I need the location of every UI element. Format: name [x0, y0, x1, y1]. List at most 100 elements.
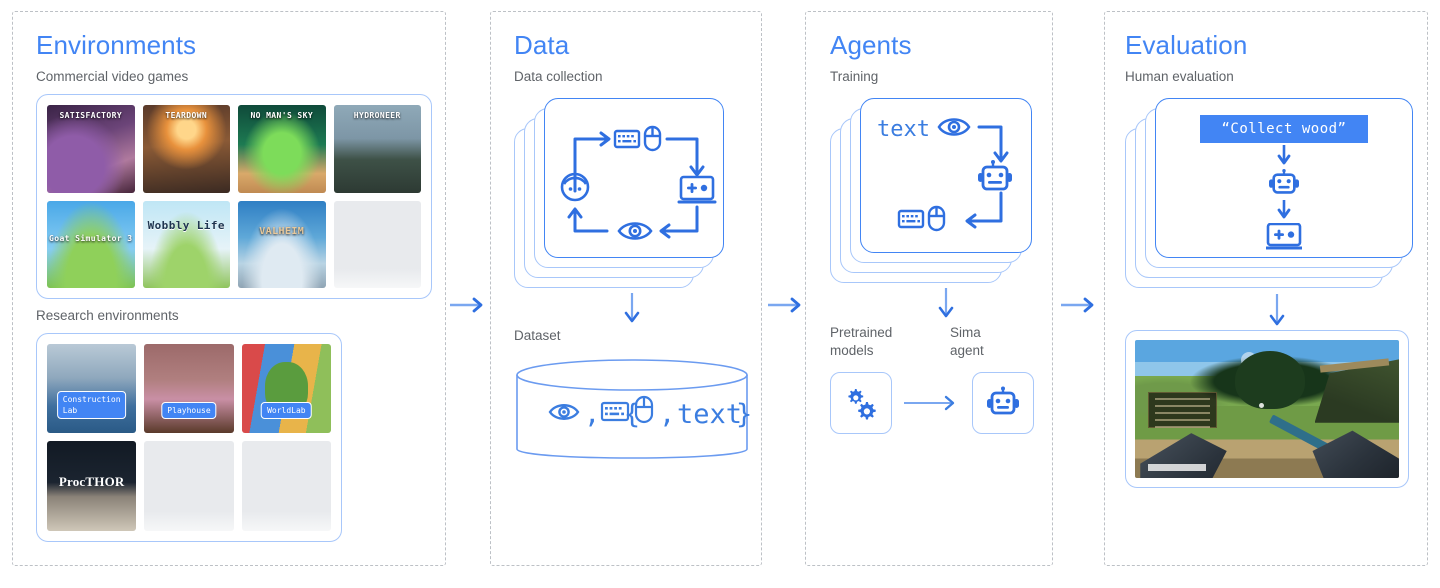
- game-title: Wobbly Life: [147, 218, 225, 232]
- robot-icon: [987, 386, 1019, 415]
- evaluation-screenshot-frame[interactable]: [1125, 330, 1409, 488]
- agents-title: Agents: [830, 30, 912, 60]
- game-title: VALHEIM: [259, 225, 305, 237]
- connector-data-to-agents: [768, 295, 806, 320]
- game-tile-hydroneer[interactable]: HYDRONEER: [333, 105, 421, 193]
- dataset-cylinder-shape: { ,: [516, 359, 752, 459]
- screenshot-crosshair: [1259, 403, 1265, 409]
- robot-icon: [978, 160, 1012, 191]
- game-art: [238, 105, 326, 193]
- research-tile-worldlab[interactable]: WorldLab: [241, 344, 331, 434]
- agent-input-text: text: [877, 117, 930, 142]
- game-tile-no-mans-sky[interactable]: NO MAN'S SKY: [238, 105, 326, 193]
- game-title: NO MAN'S SKY: [250, 111, 314, 120]
- arrow-right-icon: [450, 297, 483, 313]
- eye-icon: [617, 222, 653, 240]
- agent-io-flow: text: [877, 117, 1012, 232]
- research-tile-empty: [144, 441, 234, 531]
- research-badge: WorldLab: [261, 402, 312, 420]
- game-tile-teardown[interactable]: TEARDOWN: [142, 105, 230, 193]
- arrow-down-icon: [938, 288, 954, 318]
- models-captions: Pretrained models Sima agent: [830, 324, 1044, 360]
- data-to-dataset-arrow: [622, 293, 754, 327]
- game-tile-valheim[interactable]: VALHEIM: [238, 200, 326, 288]
- screenshot-hud: [1148, 392, 1217, 429]
- research-title: ProcTHOR: [58, 473, 125, 489]
- game-title: Goat Simulator 3: [49, 233, 133, 243]
- game-art: [333, 105, 421, 193]
- sima-agent-label: Sima agent: [950, 325, 984, 358]
- arrow-right-icon: [768, 297, 801, 313]
- evaluation-column-frame: [1104, 11, 1428, 566]
- research-tile-procthor[interactable]: ProcTHOR: [47, 441, 137, 531]
- dataset-comma-1: ,: [584, 399, 600, 430]
- research-art: [47, 344, 137, 434]
- connector-agents-to-evaluation: [1061, 295, 1099, 320]
- data-collection-card-stack: [514, 98, 729, 293]
- dataset-comma-2: ,: [659, 399, 675, 430]
- commercial-games-label: Commercial video games: [36, 69, 189, 84]
- data-collection-label: Data collection: [514, 69, 603, 84]
- research-badge: Playhouse: [161, 402, 217, 420]
- research-art: [144, 344, 234, 434]
- game-console-icon: [1266, 223, 1302, 250]
- keyboard-icon: [613, 129, 641, 149]
- dataset-label: Dataset: [514, 328, 561, 343]
- connector-environments-to-data: [450, 295, 488, 320]
- game-title: TEARDOWN: [165, 111, 208, 120]
- arrow-down-icon: [1277, 200, 1291, 219]
- agents-column: Agents Training text: [830, 30, 1044, 434]
- training-label: Training: [830, 69, 879, 84]
- training-card-stack: text: [830, 98, 1035, 288]
- game-art: [47, 200, 135, 288]
- game-title: HYDRONEER: [353, 111, 401, 120]
- research-environments-label: Research environments: [36, 308, 179, 323]
- arrow-down-icon: [1269, 294, 1285, 326]
- mouse-icon: [927, 205, 946, 232]
- training-card[interactable]: text: [860, 98, 1032, 253]
- evaluation-title: Evaluation: [1125, 30, 1248, 60]
- game-title: SATISFACTORY: [59, 111, 123, 120]
- arrow-right-icon: [904, 395, 955, 411]
- data-column: Data Data collection: [514, 30, 754, 473]
- environments-column-frame: [12, 11, 446, 566]
- pretrained-models-label: Pretrained models: [830, 325, 893, 358]
- environments-title: Environments: [36, 30, 197, 60]
- keyboard-icon: [897, 209, 925, 229]
- eye-icon: [548, 404, 580, 420]
- research-tile-empty: [241, 441, 331, 531]
- training-to-models-arrow: [936, 288, 1044, 322]
- game-art: [238, 200, 326, 288]
- dataset-cylinder: { ,: [514, 353, 754, 473]
- research-tile-playhouse[interactable]: Playhouse: [144, 344, 234, 434]
- game-tile-satisfactory[interactable]: SATISFACTORY: [47, 105, 135, 193]
- environments-column: Environments Commercial video games SATI…: [36, 30, 436, 542]
- models-row: [830, 372, 1044, 434]
- arrow-down-icon: [1277, 145, 1291, 165]
- game-tile-empty: [333, 200, 421, 288]
- data-title: Data: [514, 30, 570, 60]
- game-console-icon: [677, 175, 717, 204]
- research-tile-construction-lab[interactable]: Construction Lab: [47, 344, 137, 434]
- game-tile-goat-simulator[interactable]: Goat Simulator 3: [47, 200, 135, 288]
- research-art: [47, 441, 137, 531]
- gears-icon: [848, 389, 876, 420]
- agents-column-frame: [805, 11, 1053, 566]
- pretrained-models-box[interactable]: [830, 372, 892, 434]
- mouse-icon: [634, 395, 654, 424]
- game-art: [47, 105, 135, 193]
- data-collection-card[interactable]: [544, 98, 724, 258]
- data-column-frame: [490, 11, 762, 566]
- game-art: [142, 105, 230, 193]
- dataset-text-word: text: [677, 399, 742, 430]
- evaluation-card[interactable]: “Collect wood”: [1155, 98, 1413, 258]
- evaluation-to-screenshot-arrow: [1267, 294, 1415, 330]
- evaluation-column: Evaluation Human evaluation “Collect woo…: [1125, 30, 1415, 488]
- evaluation-prompt: “Collect wood”: [1200, 115, 1368, 143]
- screenshot-tree: [1235, 351, 1306, 410]
- keyboard-icon: [600, 401, 630, 422]
- game-tile-wobbly-life[interactable]: Wobbly Life: [142, 200, 230, 288]
- sima-agent-box[interactable]: [972, 372, 1034, 434]
- eye-icon: [937, 118, 971, 136]
